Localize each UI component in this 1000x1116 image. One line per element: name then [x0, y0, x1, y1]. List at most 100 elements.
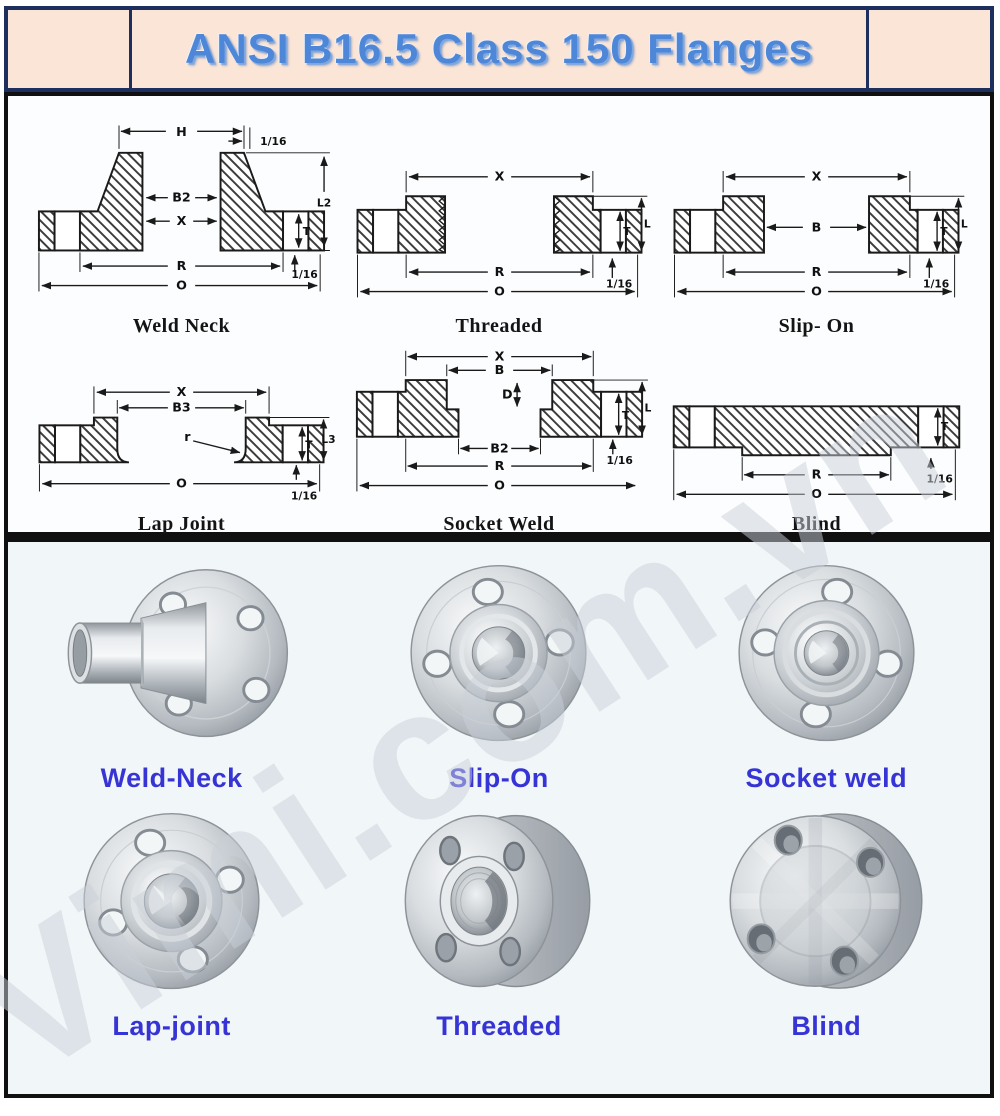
- dim-label: r: [184, 429, 191, 444]
- diagram-caption: Weld Neck: [132, 315, 231, 337]
- dim-label: B2: [172, 190, 190, 205]
- dim-label: X: [812, 169, 822, 184]
- diagram-row-1: H 1/16 B2 X L2 T R O 1/16 Weld Neck: [18, 102, 980, 338]
- bolt-holes: [422, 577, 576, 729]
- dim-label: X: [494, 169, 504, 184]
- dim-label: R: [494, 264, 504, 279]
- dim-label: D: [502, 387, 513, 402]
- diagram-socket-weld: X B D B2 R O T L 1/16 Socket Weld: [342, 341, 657, 536]
- dimension-lines: [356, 170, 647, 298]
- diagram-caption: Threaded: [455, 315, 543, 337]
- dim-label: H: [176, 124, 187, 139]
- dim-label: L: [961, 217, 968, 230]
- socket-weld-photo: [738, 564, 915, 742]
- bolt-holes: [746, 824, 886, 977]
- dimension-lines: [355, 350, 648, 492]
- diagrams-panel: H 1/16 B2 X L2 T R O 1/16 Weld Neck: [4, 92, 994, 536]
- diagram-slip-on: X B T L R O 1/16 Slip- On: [659, 134, 974, 338]
- dim-label: B: [494, 362, 504, 377]
- photo-threaded: Threaded: [344, 804, 654, 1042]
- flange-section: [672, 405, 961, 457]
- photo-row-1: Weld-Neck: [8, 556, 990, 794]
- dim-label: L3: [321, 433, 335, 446]
- dimension-lines: [673, 407, 956, 501]
- photo-caption: Blind: [791, 1011, 862, 1041]
- diagram-caption: Blind: [791, 513, 842, 535]
- dim-label: 1/16: [291, 489, 317, 502]
- threaded-photo: [405, 814, 591, 988]
- flange-section: [355, 379, 643, 438]
- dim-label: T: [303, 225, 311, 238]
- dim-label: O: [811, 486, 822, 501]
- dim-label: 1/16: [606, 278, 632, 291]
- flange-section: [37, 151, 326, 252]
- lap-joint-drawing: X B3 r T L3 O 1/16: [38, 384, 336, 502]
- dim-label: T: [940, 225, 948, 238]
- photo-socket-weld: Socket weld: [671, 556, 981, 794]
- dim-label: X: [177, 384, 187, 399]
- dim-label: 1/16: [927, 473, 953, 486]
- dim-label: 1/16: [606, 454, 632, 467]
- photo-blind: Blind: [671, 804, 981, 1042]
- photo-weld-neck: Weld-Neck: [17, 556, 327, 794]
- diagram-caption: Socket Weld: [443, 513, 555, 535]
- photo-caption: Socket weld: [745, 763, 908, 793]
- bolt-holes: [435, 835, 526, 967]
- dim-label: O: [494, 477, 505, 492]
- photo-caption: Lap-joint: [112, 1011, 231, 1041]
- lap-joint-photo: [83, 812, 260, 990]
- dim-label: L2: [317, 197, 331, 210]
- diagram-blind: R O T 1/16 Blind: [659, 377, 974, 536]
- threaded-drawing: X T L R O 1/16: [356, 169, 650, 298]
- photo-slip-on: Slip-On: [344, 556, 654, 794]
- dim-label: 1/16: [291, 268, 317, 281]
- weld-neck-drawing: H 1/16 B2 X L2 T R O 1/16: [37, 124, 331, 293]
- header-cell-right: [866, 10, 990, 88]
- slip-on-drawing: X B T L R O 1/16: [673, 169, 968, 298]
- blind-photo: [729, 813, 923, 989]
- dim-label: B3: [172, 400, 190, 415]
- diagram-caption: Slip- On: [778, 315, 855, 337]
- dim-label: 1/16: [260, 135, 286, 148]
- flange-section: [38, 416, 325, 464]
- brushed-texture: [732, 817, 899, 985]
- slip-on-photo: [410, 564, 588, 742]
- photo-row-2: Lap-joint: [8, 804, 990, 1042]
- blind-drawing: R O T 1/16: [672, 405, 961, 501]
- diagram-threaded: X T L R O 1/16 Threaded: [342, 134, 657, 338]
- page-title: ANSI B16.5 Class 150 Flanges: [185, 25, 813, 72]
- header: ANSI B16.5 Class 150 Flanges: [4, 6, 994, 92]
- photos-panel: Weld-Neck: [4, 536, 994, 1098]
- dim-label: R: [177, 258, 187, 273]
- dim-label: L: [643, 217, 650, 230]
- flange-section: [356, 195, 642, 254]
- header-cell-left: [8, 10, 132, 88]
- dim-label: O: [176, 278, 187, 293]
- photo-caption: Threaded: [436, 1011, 562, 1041]
- diagram-row-2: X B3 r T L3 O 1/16 Lap Joint: [18, 340, 980, 536]
- dim-label: X: [177, 213, 187, 228]
- dim-label: T: [621, 409, 629, 422]
- dim-label: X: [494, 349, 504, 364]
- dim-label: O: [811, 283, 822, 298]
- socket-weld-drawing: X B D B2 R O T L 1/16: [355, 349, 651, 492]
- weld-neck-photo: [67, 568, 288, 738]
- dimension-lines: [38, 125, 330, 292]
- header-cell-title: ANSI B16.5 Class 150 Flanges: [132, 10, 866, 88]
- dim-label: L: [644, 401, 651, 414]
- dim-label: R: [494, 458, 504, 473]
- photo-lap-joint: Lap-joint: [17, 804, 327, 1042]
- dim-label: T: [305, 439, 313, 452]
- dim-label: B2: [490, 440, 509, 455]
- dim-label: B: [812, 219, 822, 234]
- dim-label: O: [176, 476, 187, 491]
- diagram-weld-neck: H 1/16 B2 X L2 T R O 1/16 Weld Neck: [24, 104, 339, 338]
- diagram-caption: Lap Joint: [137, 513, 226, 535]
- dimension-lines: [38, 386, 330, 492]
- dim-label: R: [812, 467, 822, 482]
- dim-label: T: [941, 420, 949, 433]
- dim-label: R: [812, 264, 822, 279]
- dim-label: 1/16: [923, 278, 949, 291]
- dimension-lines: [674, 170, 965, 298]
- diagram-lap-joint: X B3 r T L3 O 1/16 Lap Joint: [24, 365, 339, 536]
